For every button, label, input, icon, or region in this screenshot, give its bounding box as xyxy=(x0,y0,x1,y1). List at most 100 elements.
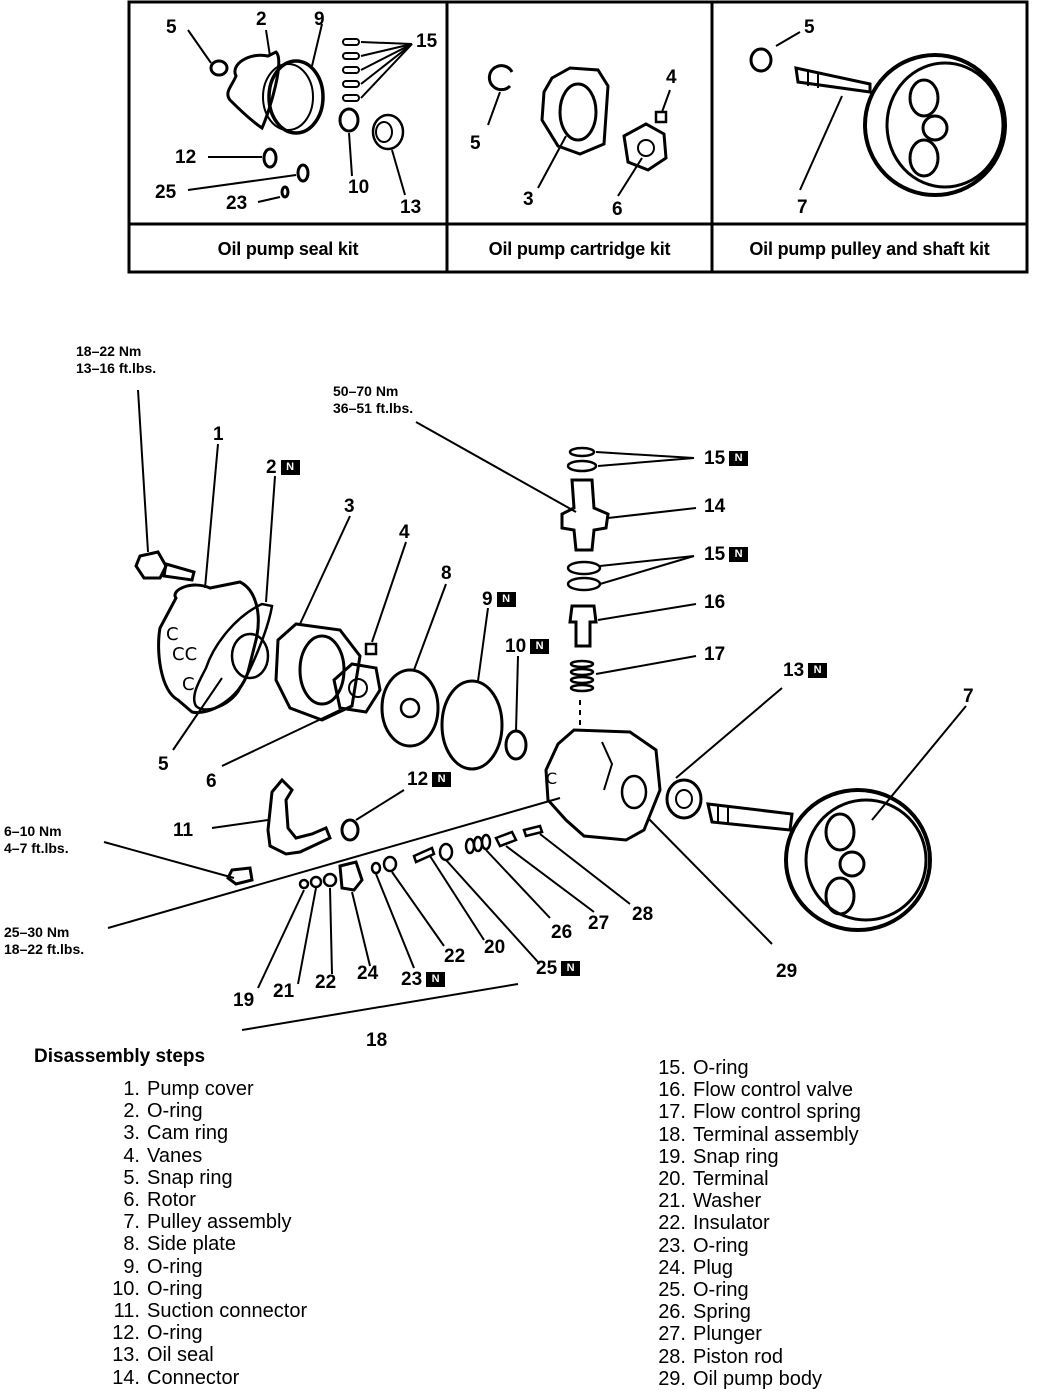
disassembly-step: 15.O-ring xyxy=(650,1057,861,1079)
seal-kit-label-10: 10 xyxy=(348,177,370,198)
step-part-name: Snap ring xyxy=(693,1145,779,1168)
step-number: 11. xyxy=(113,1300,140,1323)
callout-number: 25 xyxy=(536,958,558,979)
step-number: 20. xyxy=(658,1168,686,1191)
step-number: 18. xyxy=(658,1123,686,1146)
disassembly-step: 8.Side plate xyxy=(104,1233,307,1255)
step-number: 29. xyxy=(658,1367,686,1390)
new-part-badge: N xyxy=(280,460,300,476)
step-part-name: O-ring xyxy=(147,1255,203,1278)
step-number: 28. xyxy=(658,1345,686,1368)
step-number: 27. xyxy=(658,1323,686,1346)
disassembly-step: 16.Flow control valve xyxy=(650,1079,861,1101)
kit-caption-pulley-shaft: Oil pump pulley and shaft kit xyxy=(749,238,990,259)
disassembly-step: 12.O-ring xyxy=(104,1322,307,1344)
svg-text:C: C xyxy=(546,769,557,788)
step-number: 14. xyxy=(112,1366,140,1389)
step-part-name: Oil seal xyxy=(147,1344,214,1367)
step-part-name: Suction connector xyxy=(147,1300,308,1323)
step-number: 23. xyxy=(658,1234,686,1257)
callout-24: 24 xyxy=(357,963,379,984)
svg-text:CC: CC xyxy=(172,644,197,665)
callout-5: 5 xyxy=(158,754,169,775)
disassembly-step: 6.Rotor xyxy=(104,1189,307,1211)
disassembly-step: 29. Oil pump body xyxy=(650,1368,861,1390)
step-number: 21. xyxy=(658,1190,686,1213)
step-part-name: Terminal xyxy=(693,1168,769,1191)
callout-number: 15 xyxy=(704,544,726,565)
callout-21: 21 xyxy=(273,981,295,1002)
step-part-name: Piston rod xyxy=(693,1345,784,1368)
kit-table xyxy=(127,0,1029,274)
disassembly-step: 27. Plunger xyxy=(650,1323,861,1345)
torque-nm: 50–70 Nm xyxy=(333,383,399,399)
callout-number: 12 xyxy=(407,769,429,790)
step-part-name: O-ring xyxy=(147,1100,203,1123)
disassembly-step: 9.O-ring xyxy=(104,1256,307,1278)
step-part-name: Flow control spring xyxy=(693,1101,861,1124)
disassembly-step: 3.Cam ring xyxy=(104,1122,307,1144)
step-part-name: Plunger xyxy=(693,1323,762,1346)
step-part-name: Spring xyxy=(693,1301,751,1324)
disassembly-step: 20. Terminal xyxy=(650,1168,861,1190)
torque-ftlbs: 36–51 ft.lbs. xyxy=(333,400,414,416)
disassembly-step: 4.Vanes xyxy=(104,1145,307,1167)
step-number: 10. xyxy=(112,1277,140,1300)
seal-kit-parts xyxy=(187,23,413,203)
cartridge-kit-label-3: 3 xyxy=(523,189,534,210)
callout-18: 18 xyxy=(366,1030,388,1051)
callout-number: 2 xyxy=(266,457,277,478)
disassembly-step: 5.Snap ring xyxy=(104,1167,307,1189)
callout-1: 1 xyxy=(213,424,224,445)
seal-kit-label-25: 25 xyxy=(155,182,177,203)
torque-spec-connector: 50–70 Nm 36–51 ft.lbs. xyxy=(333,383,413,417)
disassembly-step: 14.Connector xyxy=(104,1367,307,1389)
step-number: 17. xyxy=(658,1101,686,1124)
callout-29: 29 xyxy=(776,961,798,982)
callout-number: 10 xyxy=(505,636,527,657)
step-number: 1. xyxy=(123,1078,140,1100)
new-part-badge: N xyxy=(426,972,446,988)
torque-spec-terminal: 25–30 Nm 18–22 ft.lbs. xyxy=(4,924,84,958)
disassembly-step: 10.O-ring xyxy=(104,1278,307,1300)
step-number: 5. xyxy=(123,1166,140,1189)
step-part-name: Terminal assembly xyxy=(693,1123,859,1146)
cartridge-kit-label-4: 4 xyxy=(666,67,677,88)
step-part-name: Insulator xyxy=(693,1212,770,1235)
kit-caption-cartridge: Oil pump cartridge kit xyxy=(488,238,671,259)
disassembly-step: 28. Piston rod xyxy=(650,1346,861,1368)
seal-kit-label-5: 5 xyxy=(166,17,177,38)
step-part-name: O-ring xyxy=(693,1057,749,1079)
disassembly-step: 13. Oil seal xyxy=(104,1344,307,1366)
seal-kit-label-9: 9 xyxy=(314,9,325,30)
callout-7: 7 xyxy=(963,686,974,707)
seal-kit-label-23: 23 xyxy=(226,193,248,214)
seal-kit-label-2: 2 xyxy=(256,9,267,30)
step-number: 12. xyxy=(112,1322,140,1345)
torque-ftlbs: 18–22 ft.lbs. xyxy=(4,941,85,957)
torque-spec-suction-bolt: 6–10 Nm 4–7 ft.lbs. xyxy=(4,823,69,857)
callout-17: 17 xyxy=(704,644,726,665)
callout-22-left: 22 xyxy=(315,972,337,993)
new-part-badge: N xyxy=(561,961,581,977)
new-part-badge: N xyxy=(808,663,828,679)
step-part-name: Side plate xyxy=(147,1233,236,1256)
callout-20: 20 xyxy=(484,937,506,958)
callout-22-right: 22 xyxy=(444,946,466,967)
callout-number: 13 xyxy=(783,660,805,681)
step-part-name: Vanes xyxy=(147,1144,203,1167)
torque-nm: 6–10 Nm xyxy=(4,823,62,839)
step-part-name: Oil pump body xyxy=(693,1367,822,1390)
disassembly-step: 2.O-ring xyxy=(104,1100,307,1122)
step-number: 13. xyxy=(112,1344,140,1367)
step-part-name: Washer xyxy=(693,1190,762,1213)
callout-28: 28 xyxy=(632,904,654,925)
callout-27: 27 xyxy=(588,913,610,934)
disassembly-step: 17. Flow control spring xyxy=(650,1101,861,1123)
